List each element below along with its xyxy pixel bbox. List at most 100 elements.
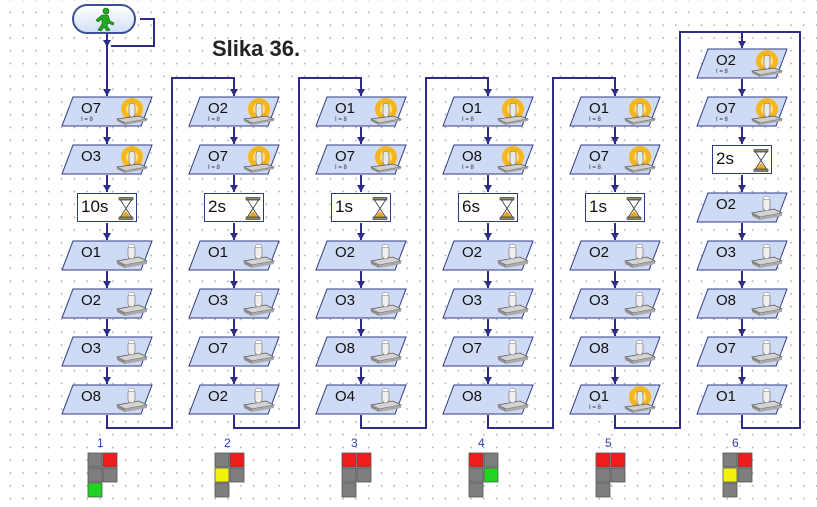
output-block[interactable]: O8 <box>61 384 153 415</box>
lamp-off-icon <box>113 337 149 370</box>
output-block[interactable]: O8 <box>442 384 534 415</box>
lamp-on-icon <box>748 49 784 82</box>
output-block[interactable]: O3 <box>188 288 280 319</box>
output-block[interactable]: O7 <box>696 336 788 367</box>
flow-arrow <box>738 377 746 384</box>
output-block[interactable]: O2 <box>569 240 661 271</box>
output-label: O7 <box>208 148 229 165</box>
flow-arrow <box>230 377 238 384</box>
lamp-off-icon <box>748 289 784 322</box>
output-block[interactable]: O2 <box>696 192 788 223</box>
output-block[interactable]: O3 <box>696 240 788 271</box>
traffic-signal-icon <box>595 452 626 498</box>
hourglass-icon <box>245 197 261 220</box>
output-block[interactable]: O3 <box>315 288 407 319</box>
wait-block[interactable]: 6s <box>458 193 518 222</box>
wait-block[interactable]: 2s <box>204 193 264 222</box>
flow-arrow <box>484 137 492 144</box>
flow-arrow <box>738 89 746 96</box>
output-label: O2 <box>716 196 737 213</box>
output-block[interactable]: O2 <box>188 384 280 415</box>
wait-block[interactable]: 1s <box>331 193 391 222</box>
lamp-off-icon <box>750 244 784 268</box>
output-block[interactable]: O1 <box>696 384 788 415</box>
output-block[interactable]: O3 <box>61 144 153 175</box>
lamp-on-icon <box>748 97 784 130</box>
flow-arrow <box>611 89 619 96</box>
output-block[interactable]: O3 <box>442 288 534 319</box>
output-block[interactable]: O7 <box>188 336 280 367</box>
output-label: O1 <box>81 244 102 261</box>
lamp-off-icon <box>369 292 403 316</box>
hourglass-icon <box>372 197 388 220</box>
output-block[interactable]: O8 <box>696 288 788 319</box>
connector-wire <box>614 31 743 429</box>
signal-cell <box>595 467 611 483</box>
output-label: O7 <box>81 100 102 117</box>
wait-block[interactable]: 1s <box>585 193 645 222</box>
output-block[interactable]: O8 <box>569 336 661 367</box>
lamp-off-icon <box>496 340 530 364</box>
output-block[interactable]: O7 <box>442 336 534 367</box>
output-block[interactable]: O3 <box>61 336 153 367</box>
lamp-on-icon <box>242 146 276 173</box>
output-label: O8 <box>335 340 356 357</box>
start-block[interactable] <box>72 4 136 34</box>
output-block[interactable]: O2 <box>315 240 407 271</box>
intensity-label: I = 8 <box>335 117 347 123</box>
phase-number: 5 <box>605 436 612 450</box>
wait-block[interactable]: 10s <box>77 193 137 222</box>
output-label: O2 <box>81 292 102 309</box>
flow-arrow <box>103 89 111 96</box>
lamp-off-icon <box>369 244 403 268</box>
traffic-signal <box>722 452 758 507</box>
intensity-label: I = 8 <box>208 165 220 171</box>
traffic-signal-icon <box>468 452 499 498</box>
output-block[interactable]: O2 <box>61 288 153 319</box>
lamp-off-icon <box>367 337 403 370</box>
output-block[interactable]: O2 <box>442 240 534 271</box>
wait-block[interactable]: 2s <box>712 145 772 174</box>
lamp-off-icon <box>623 340 657 364</box>
output-block[interactable]: O1 <box>61 240 153 271</box>
output-block[interactable]: O4 <box>315 384 407 415</box>
lamp-on-icon <box>115 98 149 125</box>
hourglass-icon <box>626 197 642 225</box>
traffic-signal-icon <box>722 452 753 498</box>
output-block[interactable]: O8 <box>315 336 407 367</box>
hourglass-icon <box>499 197 515 220</box>
wait-duration-label: 2s <box>208 197 226 216</box>
signal-cell <box>610 467 626 483</box>
output-block[interactable]: O1 <box>188 240 280 271</box>
flow-arrow <box>230 89 238 96</box>
lamp-on-icon <box>113 145 149 178</box>
flow-arrow <box>611 329 619 336</box>
flow-arrow <box>103 377 111 384</box>
output-label: O4 <box>335 388 356 405</box>
lamp-on-icon <box>367 97 403 130</box>
output-label: O3 <box>716 244 737 261</box>
lamp-off-icon <box>748 241 784 274</box>
output-block[interactable]: O3 <box>569 288 661 319</box>
output-label: O3 <box>335 292 356 309</box>
output-label: O1 <box>716 388 737 405</box>
intensity-label: I = 8 <box>589 117 601 123</box>
lamp-off-icon <box>496 388 530 412</box>
lamp-on-icon <box>496 146 530 173</box>
lamp-on-icon <box>369 98 403 125</box>
output-label: O1 <box>335 100 356 117</box>
traffic-signal-icon <box>214 452 245 498</box>
flow-arrow <box>611 137 619 144</box>
